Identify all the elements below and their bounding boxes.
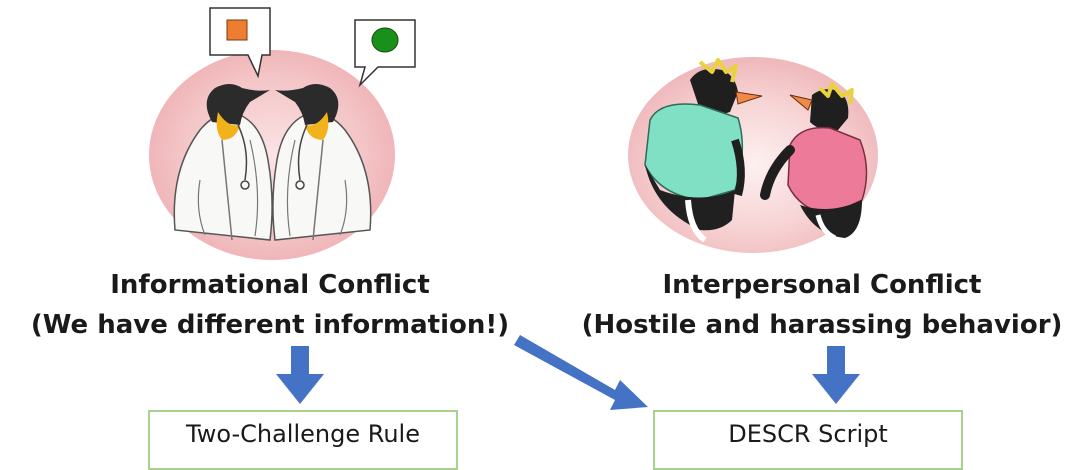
green-circle-icon xyxy=(371,27,399,53)
interpersonal-conflict-illustration xyxy=(628,57,878,253)
penguin-doctor-right xyxy=(272,84,372,241)
informational-conflict-caption: Informational Conflict (We have differen… xyxy=(0,265,540,345)
speech-bubble-green xyxy=(354,19,416,88)
interpersonal-conflict-caption: Interpersonal Conflict (Hostile and hara… xyxy=(570,265,1074,345)
informational-conflict-title: Informational Conflict xyxy=(110,270,430,300)
descr-script-box: DESCR Script xyxy=(653,410,963,470)
arrow-diagonal xyxy=(514,335,648,410)
orange-square-icon xyxy=(226,19,248,41)
illustration-canvas xyxy=(149,7,878,410)
interpersonal-conflict-subtitle: (Hostile and harassing behavior) xyxy=(581,310,1063,340)
penguin-teal-shirt xyxy=(644,58,763,243)
informational-conflict-illustration xyxy=(149,7,416,260)
two-challenge-rule-box: Two-Challenge Rule xyxy=(148,410,458,470)
speech-bubble-orange xyxy=(209,7,271,79)
arrow-right-down xyxy=(812,346,860,404)
arrow-left-down xyxy=(276,346,324,404)
interpersonal-conflict-title: Interpersonal Conflict xyxy=(662,270,982,300)
penguin-pink-shirt xyxy=(760,82,868,241)
informational-conflict-subtitle: (We have different information!) xyxy=(30,310,510,340)
penguin-doctor-left xyxy=(173,84,273,241)
